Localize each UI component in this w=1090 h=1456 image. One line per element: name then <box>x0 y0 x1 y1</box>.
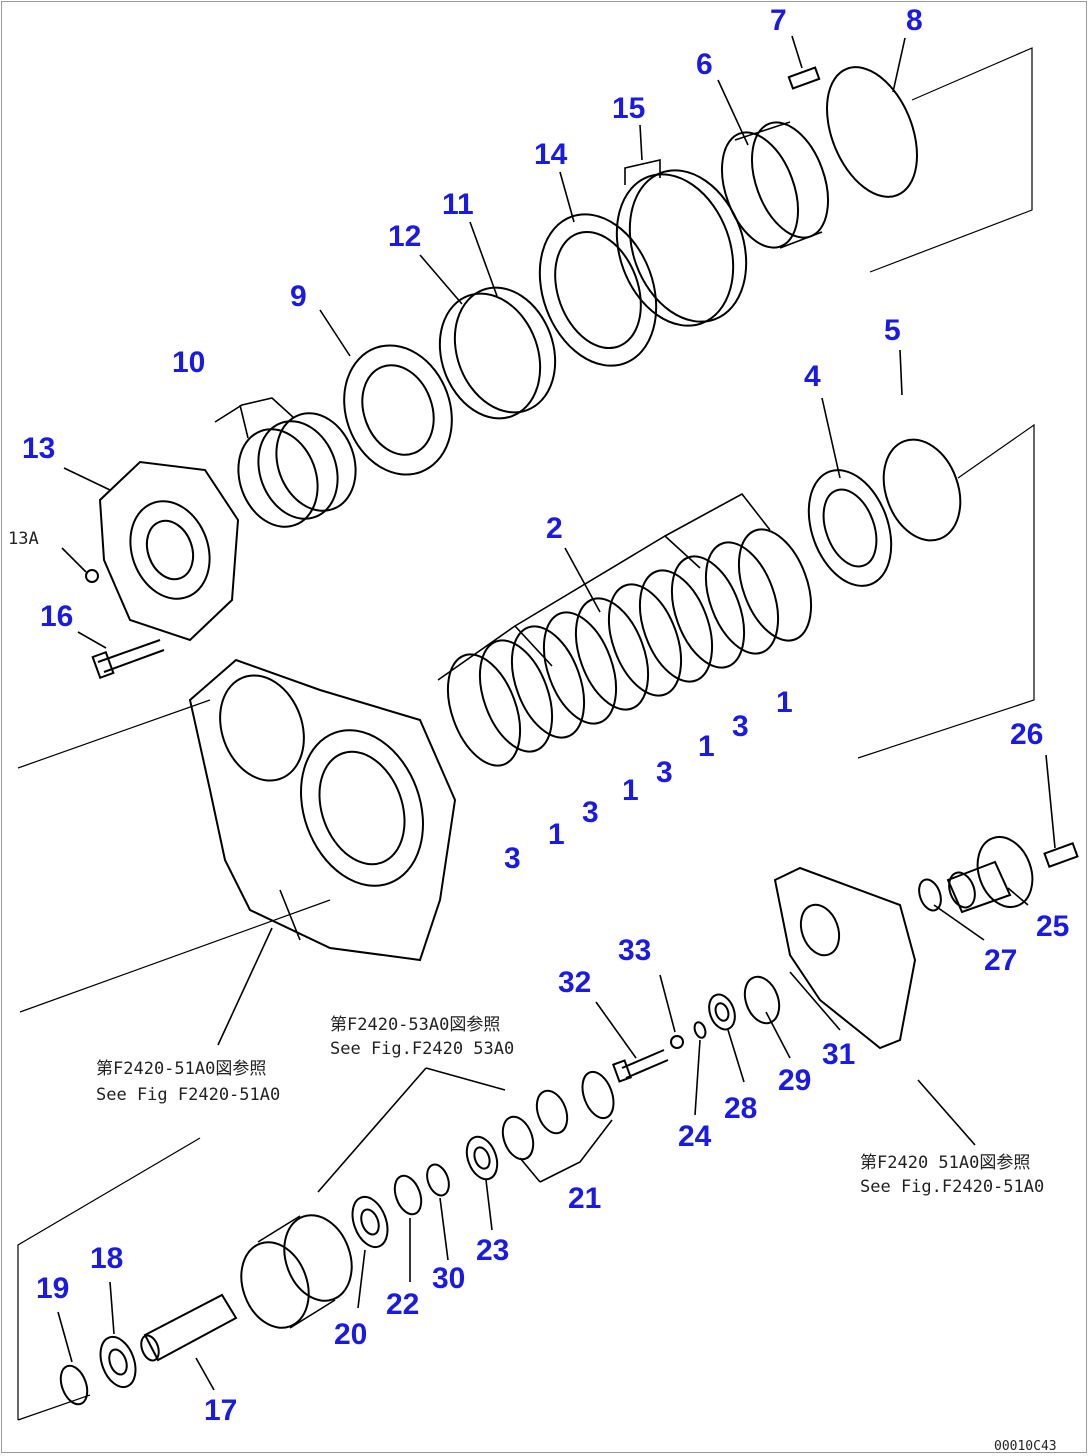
callout-15: 15 <box>612 92 645 125</box>
callout-24: 24 <box>678 1120 712 1153</box>
callout-10: 10 <box>172 346 205 379</box>
callout-16: 16 <box>40 600 73 633</box>
part-16-bolt <box>91 639 165 680</box>
callout-labels: 7 8 6 15 14 11 12 9 10 13 5 4 2 16 1 3 1… <box>22 4 1069 1427</box>
callout-31: 31 <box>822 1038 855 1071</box>
part-20-bearing <box>351 1195 389 1249</box>
callout-17: 17 <box>204 1394 237 1427</box>
callout-1-b: 1 <box>698 730 715 763</box>
part-18-bearing <box>99 1335 137 1389</box>
callout-23: 23 <box>476 1234 509 1267</box>
part-22-snap-ring <box>393 1174 423 1216</box>
gear-hub <box>240 1214 353 1329</box>
part-5-snap-ring <box>882 438 962 542</box>
note-right-en: See Fig.F2420-51A0 <box>860 1177 1044 1197</box>
part-27-o-ring <box>918 878 942 912</box>
callout-3-c: 3 <box>582 796 599 829</box>
part-10-spring <box>237 412 357 528</box>
part-29-o-ring <box>743 975 781 1025</box>
callout-5: 5 <box>884 314 901 347</box>
part-15-ring <box>615 169 748 327</box>
callout-8: 8 <box>906 4 923 37</box>
part-23-bearing <box>465 1135 499 1181</box>
callout-1-a: 1 <box>776 686 793 719</box>
part-8-snap-ring <box>826 66 918 198</box>
part-11-12-seals <box>438 286 557 420</box>
callout-30: 30 <box>432 1262 465 1295</box>
part-33-washer <box>670 1035 684 1049</box>
part-25-cover <box>946 836 1034 914</box>
part-19-snap-ring <box>59 1364 89 1406</box>
callout-22: 22 <box>386 1288 419 1321</box>
callout-21: 21 <box>568 1182 601 1215</box>
part-26-plug <box>1043 842 1079 868</box>
callout-28: 28 <box>724 1092 757 1125</box>
callout-18: 18 <box>90 1242 123 1275</box>
ref-13a-label: 13A <box>8 529 39 549</box>
callout-13: 13 <box>22 432 55 465</box>
callout-14: 14 <box>534 138 568 171</box>
callout-9: 9 <box>290 280 307 313</box>
section-lines <box>17 47 1035 1421</box>
callout-1-d: 1 <box>548 818 565 851</box>
part-7-pin <box>787 66 821 90</box>
note-left-ja: 第F2420-51A0図参照 <box>96 1059 266 1079</box>
part-30-ring <box>426 1163 450 1197</box>
callout-25: 25 <box>1036 910 1069 943</box>
callout-29: 29 <box>778 1064 811 1097</box>
part-17-shaft <box>140 1293 238 1362</box>
callout-26: 26 <box>1010 718 1043 751</box>
note-right-ja: 第F2420 51A0図参照 <box>860 1153 1030 1173</box>
callout-2: 2 <box>546 512 563 545</box>
callout-32: 32 <box>558 966 591 999</box>
note-left-en: See Fig F2420-51A0 <box>96 1085 280 1105</box>
part-21-bearing-set <box>501 1070 615 1161</box>
callout-11: 11 <box>442 188 474 221</box>
callout-3-d: 3 <box>504 842 521 875</box>
reference-notes: 13A 第F2420-51A0図参照 See Fig F2420-51A0 第F… <box>8 529 1057 1454</box>
callout-27: 27 <box>984 944 1017 977</box>
part-9-retainer <box>343 344 453 476</box>
callout-20: 20 <box>334 1318 367 1351</box>
callout-19: 19 <box>36 1272 69 1305</box>
leader-lines <box>57 35 1056 1391</box>
callout-3-b: 3 <box>656 756 673 789</box>
callout-3-a: 3 <box>732 710 749 743</box>
part-24-ring <box>693 1021 707 1039</box>
main-case <box>188 658 457 962</box>
callout-7: 7 <box>770 4 787 37</box>
part-13-housing <box>85 460 240 642</box>
callout-12: 12 <box>388 220 421 253</box>
part-4-end-plate <box>807 469 893 587</box>
callout-4: 4 <box>804 360 821 393</box>
drawing-code: 00010C43 <box>994 1439 1057 1454</box>
note-mid-en: See Fig.F2420 53A0 <box>330 1039 514 1059</box>
callout-1-c: 1 <box>622 774 639 807</box>
callout-33: 33 <box>618 934 651 967</box>
part-31-pump-case <box>773 866 917 1050</box>
part-14-piston <box>538 213 658 367</box>
part-32-bolt <box>612 1049 669 1083</box>
callout-6: 6 <box>696 48 713 81</box>
note-mid-ja: 第F2420-53A0図参照 <box>330 1015 500 1035</box>
part-28-gear <box>708 993 736 1031</box>
part-1-3-disc-pack <box>446 528 813 767</box>
